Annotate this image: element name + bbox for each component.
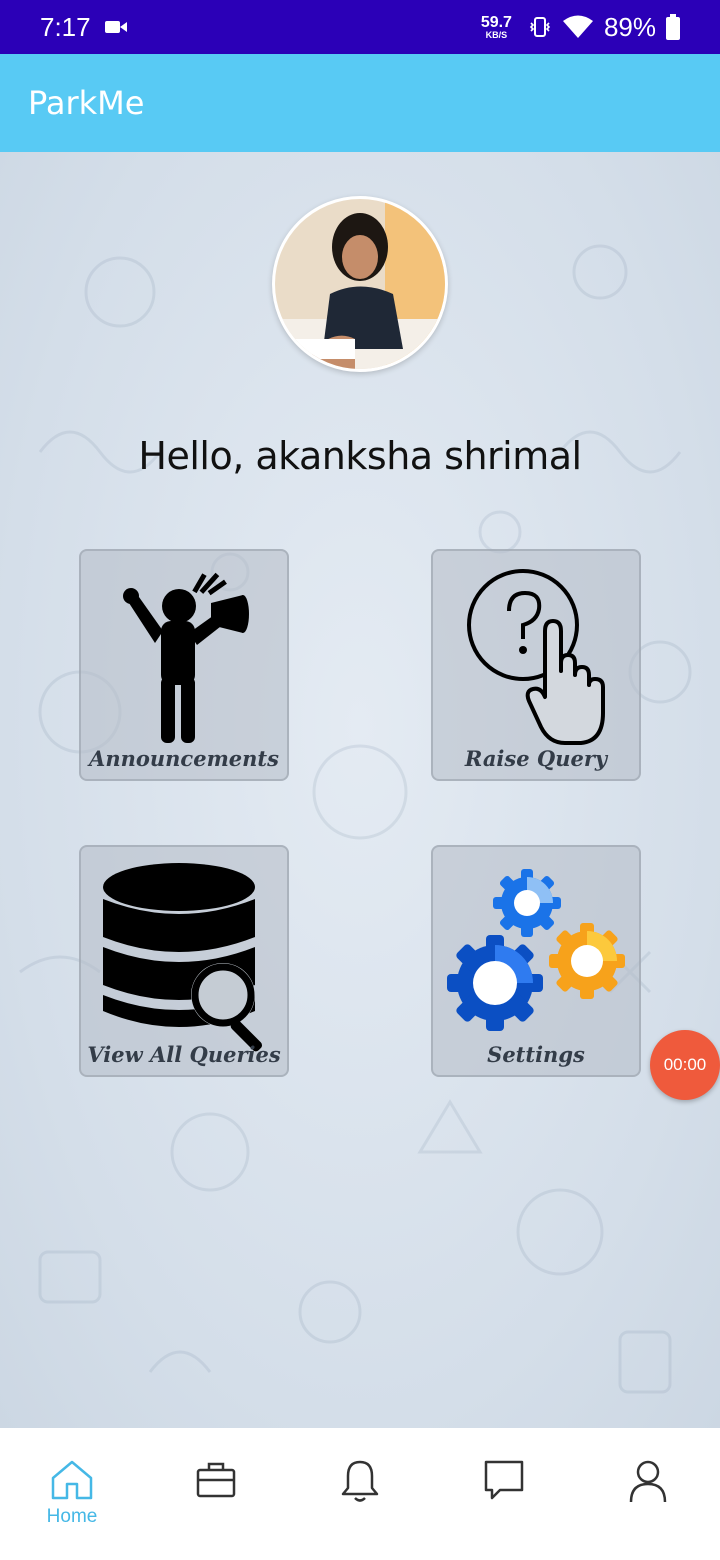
briefcase-icon — [196, 1462, 236, 1498]
vibrate-icon — [528, 15, 552, 39]
nav-briefcase[interactable] — [166, 1458, 266, 1502]
wifi-icon — [562, 15, 594, 39]
battery-percent: 89% — [603, 11, 656, 42]
view-all-queries-tile[interactable]: View All Queries — [79, 845, 289, 1077]
home-icon — [51, 1460, 93, 1500]
nav-profile[interactable] — [598, 1458, 698, 1504]
announcements-tile[interactable]: Announcements — [79, 549, 289, 781]
greeting-text: Hello, akanksha shrimal — [138, 434, 582, 478]
gear-orange — [549, 923, 625, 999]
gear-blue-large — [447, 935, 543, 1031]
app-bar: ParkMe — [0, 54, 720, 152]
network-speed-value: 59.7 — [480, 13, 512, 31]
profile-avatar[interactable] — [272, 196, 448, 372]
network-speed: 59.7 KB/S — [480, 13, 512, 40]
home-content: Hello, akanksha shrimal Announcements — [0, 152, 720, 1428]
nav-messages[interactable] — [454, 1458, 554, 1504]
network-speed-unit: KB/S — [485, 29, 508, 40]
view-all-queries-label: View All Queries — [87, 1042, 281, 1067]
app-title: ParkMe — [28, 84, 145, 122]
timer-button[interactable]: 00:00 — [650, 1030, 720, 1100]
nav-home[interactable]: Home — [22, 1458, 122, 1528]
battery-icon — [666, 14, 680, 40]
chat-icon — [484, 1460, 524, 1500]
video-camera-icon — [104, 19, 127, 35]
nav-notifications[interactable] — [310, 1458, 410, 1504]
raise-query-tile[interactable]: Raise Query — [431, 549, 641, 781]
raise-query-label: Raise Query — [464, 746, 608, 771]
status-time: 7:17 — [40, 11, 91, 42]
database-search-icon — [103, 863, 263, 1052]
announcements-label: Announcements — [89, 746, 279, 771]
settings-label: Settings — [487, 1042, 585, 1067]
gears-icon — [447, 869, 625, 1031]
bell-icon — [341, 1460, 379, 1502]
profile-icon — [629, 1460, 667, 1503]
megaphone-person-icon — [123, 572, 249, 743]
nav-home-label: Home — [46, 1506, 98, 1527]
profile-photo — [275, 199, 445, 369]
question-tap-icon — [467, 569, 605, 745]
bottom-navigation: Home — [0, 1428, 720, 1560]
gear-blue-small — [493, 869, 561, 937]
settings-tile[interactable]: Settings — [431, 845, 641, 1077]
status-bar: 7:17 59.7 KB/S 89% — [0, 0, 720, 54]
